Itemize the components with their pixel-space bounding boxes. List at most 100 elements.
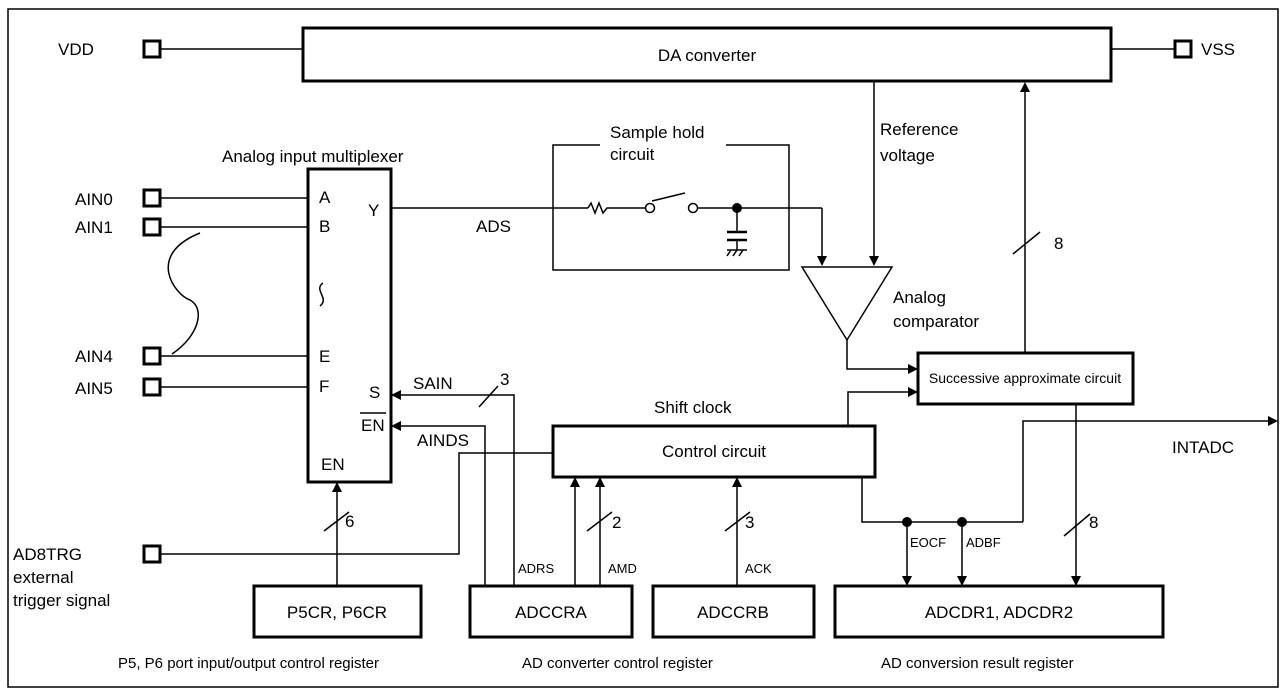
result-bus-width: 8 bbox=[1089, 513, 1098, 532]
ad8trg-wire bbox=[160, 452, 553, 555]
ad8trg-label-1: AD8TRG bbox=[13, 545, 82, 564]
mux-port-f: F bbox=[319, 377, 329, 396]
mux-port-e: E bbox=[319, 347, 330, 366]
vdd-pin bbox=[142, 39, 162, 59]
mux-block bbox=[306, 167, 393, 484]
adrs-label: ADRS bbox=[518, 561, 554, 576]
mux-squiggle-icon bbox=[318, 282, 325, 307]
sain-label: SAIN bbox=[413, 374, 453, 393]
da-converter-block bbox=[301, 26, 1113, 83]
switch-contact-right bbox=[687, 202, 699, 214]
arrow-head bbox=[908, 387, 918, 397]
vdd-label: VDD bbox=[58, 40, 94, 59]
ain5-label: AIN5 bbox=[75, 379, 113, 398]
shift-clock-wire bbox=[847, 391, 910, 426]
ads-label: ADS bbox=[476, 217, 511, 236]
comparator-label-1: Analog bbox=[893, 288, 946, 307]
p5p6-caption: P5, P6 port input/output control registe… bbox=[118, 655, 379, 672]
p5cr-label: P5CR, P6CR bbox=[287, 603, 387, 622]
arrow-head bbox=[391, 390, 401, 400]
ain0-label: AIN0 bbox=[75, 190, 113, 209]
reference-label-2: voltage bbox=[880, 146, 935, 165]
control-circuit-block bbox=[551, 424, 877, 479]
comparator-label-2: comparator bbox=[893, 312, 979, 331]
vss-pin bbox=[1173, 39, 1193, 59]
mux-port-s: S bbox=[369, 383, 380, 402]
bus-slash bbox=[724, 511, 751, 532]
arrow-head bbox=[1020, 82, 1030, 92]
arrow-head bbox=[902, 576, 912, 586]
arrow-head bbox=[595, 477, 605, 487]
ain1-pin bbox=[142, 217, 162, 237]
control-flag-wire bbox=[861, 477, 1023, 523]
ain5-pin bbox=[142, 377, 162, 397]
adcdr-label: ADCDR1, ADCDR2 bbox=[925, 603, 1073, 622]
p5p6-bus-width: 6 bbox=[345, 512, 354, 531]
da-converter-label: DA converter bbox=[658, 46, 757, 65]
ainds-wire bbox=[399, 425, 486, 586]
vss-label: VSS bbox=[1201, 40, 1235, 59]
comparator-to-sar bbox=[846, 340, 910, 370]
ad8trg-pin bbox=[142, 544, 162, 564]
control-circuit-label: Control circuit bbox=[662, 442, 766, 461]
ground-icon bbox=[726, 249, 747, 257]
sain-wire bbox=[399, 394, 515, 586]
bus-slash bbox=[1063, 513, 1091, 537]
eocf-label: EOCF bbox=[910, 535, 946, 550]
arrow-head bbox=[869, 256, 879, 266]
adccra-register bbox=[468, 584, 634, 639]
resistor-icon bbox=[587, 200, 620, 216]
ain0-pin bbox=[142, 188, 162, 208]
bus-slash bbox=[478, 385, 499, 408]
intadc-label: INTADC bbox=[1172, 438, 1234, 457]
dac-bus-width: 8 bbox=[1054, 234, 1063, 253]
mux-port-b: B bbox=[319, 217, 330, 236]
ainds-label: AINDS bbox=[417, 431, 469, 450]
shift-clock-label: Shift clock bbox=[654, 398, 732, 417]
bus-slash bbox=[586, 511, 613, 532]
ad8trg-label-2: external bbox=[13, 568, 73, 587]
ain-omission-curve bbox=[167, 232, 201, 355]
bus-slash bbox=[323, 511, 350, 532]
adccra-label: ADCCRA bbox=[515, 603, 587, 622]
ad8trg-label-3: trigger signal bbox=[13, 591, 110, 610]
arrow-head bbox=[732, 477, 742, 487]
ain4-pin bbox=[142, 346, 162, 366]
arrow-head bbox=[332, 482, 342, 492]
amd-label: AMD bbox=[608, 561, 637, 576]
ain4-label: AIN4 bbox=[75, 347, 113, 366]
arrow-head bbox=[908, 364, 918, 374]
adcr-caption: AD converter control register bbox=[522, 655, 713, 672]
p5cr-register bbox=[252, 584, 423, 639]
arrow-head bbox=[570, 477, 580, 487]
adcdr-register bbox=[833, 584, 1165, 639]
sample-hold-label-bg bbox=[600, 118, 726, 170]
sample-hold-label-1: Sample hold bbox=[610, 123, 705, 142]
arrow-head bbox=[1268, 416, 1278, 426]
mux-port-y: Y bbox=[368, 201, 379, 220]
ack-label: ACK bbox=[745, 561, 772, 576]
adccrb-label: ADCCRB bbox=[697, 603, 769, 622]
arrow-head bbox=[391, 421, 401, 431]
bus-slash bbox=[1012, 231, 1041, 255]
arrow-head bbox=[957, 576, 967, 586]
reference-label-1: Reference bbox=[880, 120, 958, 139]
switch-contact-left bbox=[644, 202, 656, 214]
sar-label: Successive approximate circuit bbox=[929, 370, 1121, 386]
arrow-head bbox=[1071, 576, 1081, 586]
arrow-head bbox=[817, 256, 827, 266]
mux-port-en-bar: EN bbox=[361, 416, 385, 435]
adbf-label: ADBF bbox=[966, 535, 1001, 550]
amd-bus-width: 2 bbox=[612, 513, 621, 532]
sain-bus-width: 3 bbox=[500, 370, 509, 389]
result-caption: AD conversion result register bbox=[881, 655, 1074, 672]
intadc-wire bbox=[1022, 420, 1270, 522]
switch-icon bbox=[651, 192, 686, 202]
comparator-triangle bbox=[800, 266, 894, 342]
mux-port-en: EN bbox=[321, 455, 345, 474]
adccrb-register bbox=[651, 584, 816, 639]
sample-hold-label-2: circuit bbox=[610, 145, 655, 164]
ack-bus-width: 3 bbox=[745, 513, 754, 532]
ain1-label: AIN1 bbox=[75, 218, 113, 237]
